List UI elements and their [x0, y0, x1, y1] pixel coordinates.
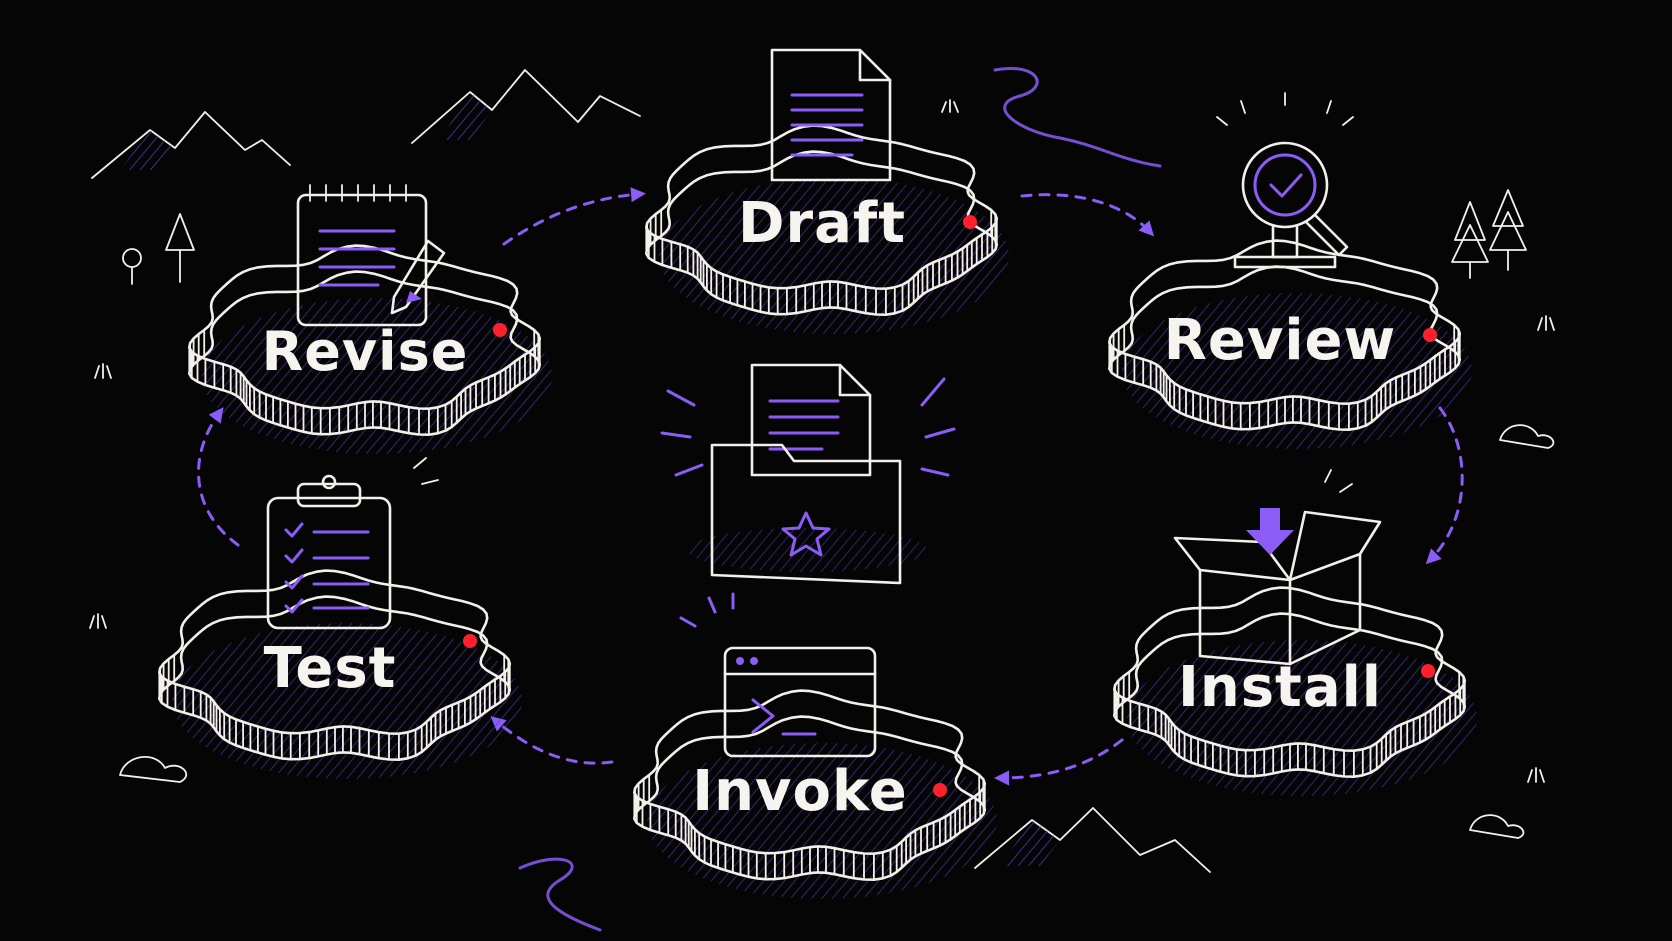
- terminal-window-icon: [679, 592, 877, 758]
- status-dot: [963, 215, 977, 229]
- stage-review[interactable]: Review: [1108, 239, 1472, 449]
- mountain-icon: [974, 807, 1211, 873]
- stage-label: Install: [1178, 655, 1382, 720]
- tree-icon: [122, 213, 195, 285]
- stage-draft[interactable]: Draft: [645, 124, 1009, 334]
- notepad-pencil-icon: [296, 184, 446, 327]
- flow-arrow-draft-review: [1020, 193, 1155, 237]
- stage-label: Review: [1164, 308, 1397, 373]
- magnifier-check-icon: [1216, 92, 1354, 269]
- clipboard-checklist-icon: [266, 457, 439, 630]
- stage-label: Test: [264, 636, 397, 701]
- mountain-icon: [91, 111, 291, 179]
- flow-arrow-install-invoke: [994, 738, 1124, 786]
- open-box-download-icon: [1173, 469, 1382, 666]
- stage-install[interactable]: Install: [1113, 586, 1477, 796]
- status-dot: [933, 783, 947, 797]
- status-dot: [463, 634, 477, 648]
- stage-test[interactable]: Test: [158, 569, 522, 779]
- document-icon: [770, 48, 892, 182]
- tree-icon: [1451, 189, 1527, 279]
- mountain-icon: [411, 69, 641, 144]
- stage-revise[interactable]: Revise: [188, 244, 552, 454]
- flow-arrow-invoke-test: [490, 716, 614, 765]
- stage-invoke[interactable]: Invoke: [633, 689, 997, 899]
- river-icon: [518, 67, 1162, 932]
- status-dot: [1421, 664, 1435, 678]
- stage-label: Revise: [262, 320, 469, 383]
- status-dot: [493, 323, 507, 337]
- folder-document-star-icon: [660, 363, 956, 585]
- grass-icon: [89, 99, 1555, 783]
- flow-arrow-revise-draft: [502, 187, 646, 246]
- stage-label: Invoke: [692, 759, 907, 824]
- rock-icon: [119, 424, 1555, 839]
- flow-arrow-test-revise: [197, 407, 240, 547]
- stage-label: Draft: [738, 191, 906, 256]
- flow-arrow-review-install: [1425, 406, 1464, 565]
- status-dot: [1423, 328, 1437, 342]
